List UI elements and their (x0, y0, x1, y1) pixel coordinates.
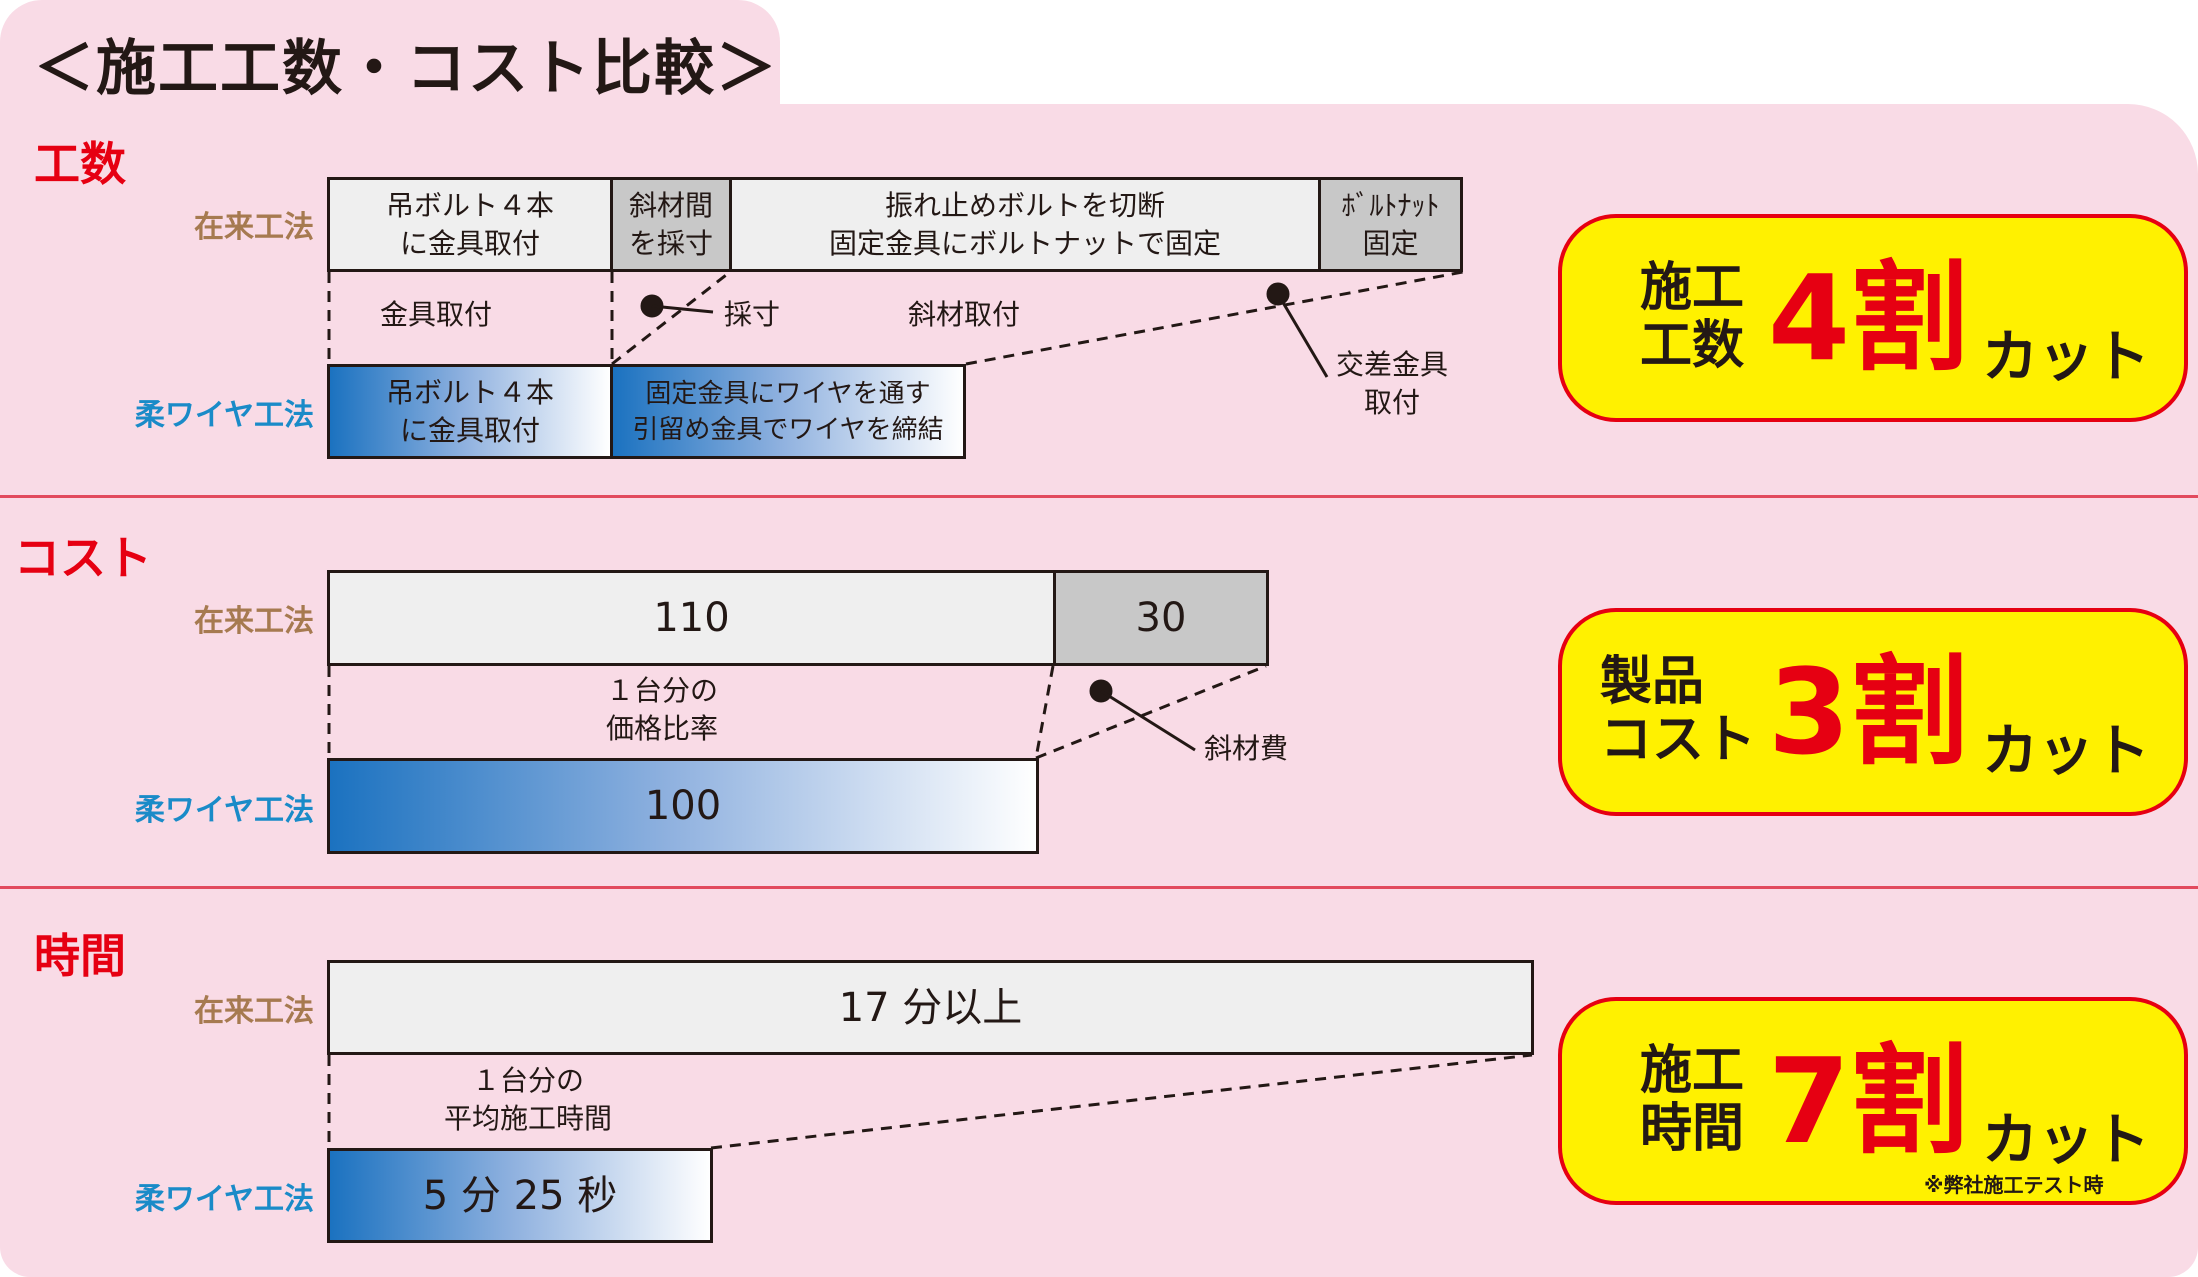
badge-cut: カット (1982, 719, 2150, 784)
conventional-method-label: 在来工法 (194, 210, 314, 245)
badge-cut: カット (1982, 1108, 2150, 1173)
note-fitting: 金具取付 (380, 298, 493, 331)
conventional-method-label: 在来工法 (194, 994, 314, 1029)
page-title: ＜施工工数・コスト比較＞ (34, 34, 778, 104)
conventional-step-fitting: 吊ボルト４本 に金具取付 (327, 177, 613, 272)
cost-badge: 製品 コスト 3割 カット (1558, 608, 2188, 816)
section-heading-cost: コスト (14, 531, 152, 585)
conventional-time: 17 分以上 (327, 960, 1534, 1055)
note-brace: 斜材取付 (908, 298, 1021, 331)
section-heading-man-hours: 工数 (34, 137, 126, 191)
soft-wire-step-fitting: 吊ボルト４本 に金具取付 (327, 364, 613, 459)
section-heading-time: 時間 (34, 929, 126, 983)
conventional-step-bolt-cut: 振れ止めボルトを切断 固定金具にボルトナットで固定 (729, 177, 1321, 272)
note-cross: 交差金具 取付 (1336, 348, 1449, 419)
badge-label: 施工 工数 (1640, 258, 1745, 376)
soft-wire-method-label: 柔ワイヤ工法 (134, 1182, 314, 1217)
soft-wire-method-label: 柔ワイヤ工法 (134, 793, 314, 828)
soft-wire-step-wire: 固定金具にワイヤを通す 引留め金具でワイヤを締結 (610, 364, 966, 459)
time-badge: 施工 時間 7割 カット ※弊社施工テスト時 (1558, 997, 2188, 1205)
note-brace-cost: 斜材費 (1204, 732, 1289, 765)
section-divider (0, 495, 2198, 498)
note-price-ratio: １台分の 価格比率 (606, 674, 719, 745)
badge-label: 施工 時間 (1640, 1041, 1745, 1159)
badge-reduction: 7割 (1768, 1032, 1969, 1170)
badge-reduction: 3割 (1768, 643, 1969, 781)
section-divider (0, 886, 2198, 889)
conventional-method-label: 在来工法 (194, 604, 314, 639)
conventional-step-measure: 斜材間 を採寸 (610, 177, 732, 272)
conventional-step-bolt-nut: ﾎﾞﾙﾄﾅｯﾄ 固定 (1318, 177, 1463, 272)
man-hours-badge: 施工 工数 4割 カット (1558, 214, 2188, 422)
badge-footnote: ※弊社施工テスト時 (1924, 1173, 2104, 1197)
badge-label: 製品 コスト (1600, 652, 1757, 770)
badge-cut: カット (1982, 325, 2150, 390)
conventional-cost-brace: 30 (1053, 570, 1269, 666)
soft-wire-method-label: 柔ワイヤ工法 (134, 398, 314, 433)
conventional-cost-product: 110 (327, 570, 1056, 666)
badge-reduction: 4割 (1768, 249, 1969, 387)
note-average-time: １台分の 平均施工時間 (444, 1064, 613, 1135)
soft-wire-cost: 100 (327, 758, 1039, 854)
note-measure: 採寸 (724, 298, 781, 331)
soft-wire-time: 5 分 25 秒 (327, 1148, 713, 1243)
